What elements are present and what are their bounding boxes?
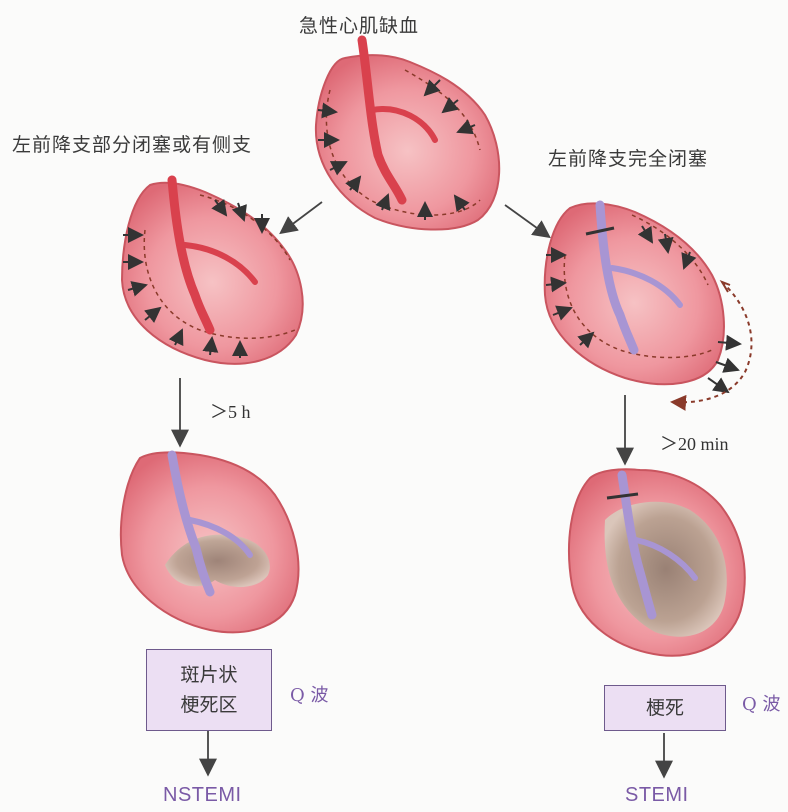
box-infarct: 梗死 bbox=[604, 685, 726, 731]
arrow-to-left-branch bbox=[282, 202, 322, 232]
label-duration-right: ＞20 min bbox=[660, 430, 729, 456]
box-patchy-line-2: 梗死区 bbox=[180, 690, 237, 720]
label-duration-left: ＞5 h bbox=[210, 398, 251, 424]
q-wave-left: Q 波 bbox=[290, 681, 328, 707]
label-complete-occlusion: 左前降支完全闭塞 bbox=[548, 144, 708, 171]
heart-patchy-infarct bbox=[121, 452, 299, 632]
outcome-nstemi: NSTEMI bbox=[163, 784, 242, 807]
heart-partial-occlusion bbox=[122, 180, 303, 364]
heart-transmural-infarct bbox=[569, 469, 745, 655]
q-wave-right: Q 波 bbox=[742, 690, 780, 716]
box-infarct-line-1: 梗死 bbox=[646, 693, 684, 723]
box-patchy-infarct: 斑片状 梗死区 bbox=[146, 649, 272, 731]
label-partial-occlusion: 左前降支部分闭塞或有侧支 bbox=[12, 130, 252, 157]
heart-complete-occlusion bbox=[545, 203, 752, 402]
diagram-title: 急性心肌缺血 bbox=[299, 11, 419, 38]
outcome-stemi: STEMI bbox=[625, 784, 689, 807]
box-patchy-line-1: 斑片状 bbox=[180, 660, 237, 690]
heart-ischemia bbox=[316, 40, 499, 230]
arrow-to-right-branch bbox=[505, 205, 548, 236]
